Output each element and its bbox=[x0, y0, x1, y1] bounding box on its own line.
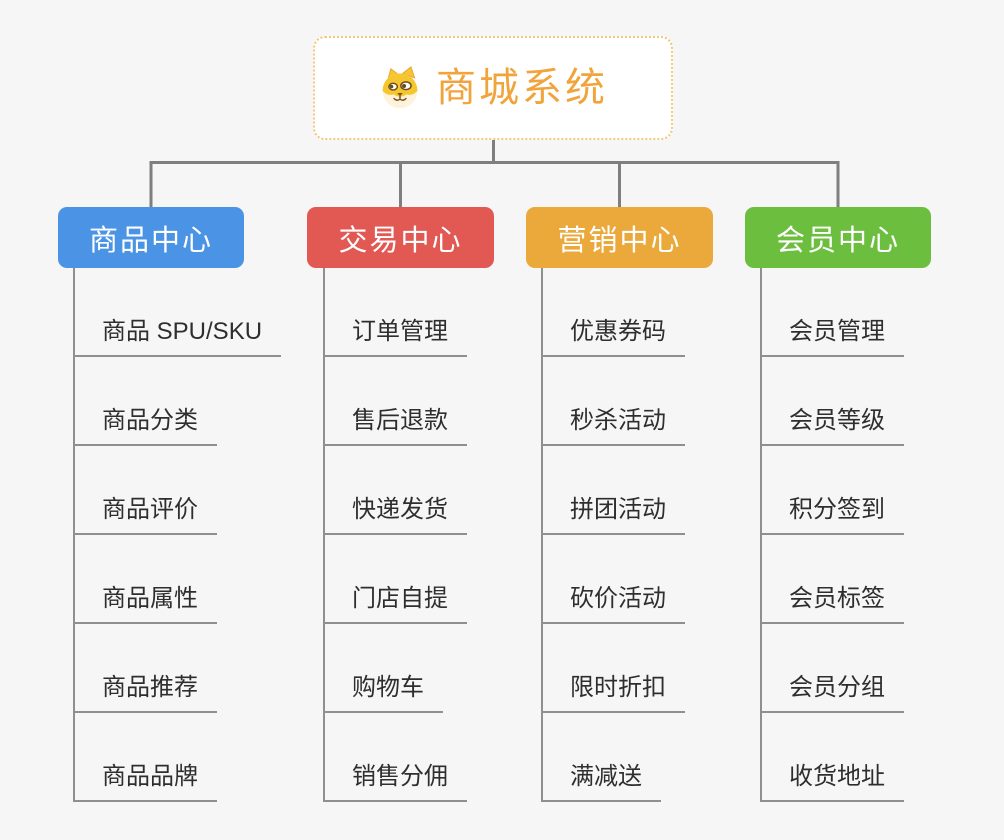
leaf-topic[interactable]: 商品品牌 bbox=[73, 762, 217, 802]
leaf-topic[interactable]: 快递发货 bbox=[323, 495, 467, 535]
leaf-topic[interactable]: 购物车 bbox=[323, 673, 443, 713]
leaf-topic[interactable]: 会员标签 bbox=[760, 584, 904, 624]
leaf-topic[interactable]: 拼团活动 bbox=[541, 495, 685, 535]
leaf-topic[interactable]: 砍价活动 bbox=[541, 584, 685, 624]
branch-trade-center[interactable]: 交易中心 bbox=[307, 207, 494, 268]
leaf-topic[interactable]: 订单管理 bbox=[323, 317, 467, 357]
leaf-topic[interactable]: 会员管理 bbox=[760, 317, 904, 357]
root-title: 商城系统 bbox=[436, 66, 608, 110]
branch-marketing-center[interactable]: 营销中心 bbox=[526, 207, 713, 268]
leaf-topic[interactable]: 积分签到 bbox=[760, 495, 904, 535]
branch-product-center[interactable]: 商品中心 bbox=[58, 207, 244, 268]
leaf-topic[interactable]: 商品分类 bbox=[73, 406, 217, 446]
leaf-topic[interactable]: 商品评价 bbox=[73, 495, 217, 535]
leaf-topic[interactable]: 会员分组 bbox=[760, 673, 904, 713]
leaf-topic[interactable]: 商品 SPU/SKU bbox=[73, 317, 282, 357]
branch-member-center[interactable]: 会员中心 bbox=[745, 207, 931, 268]
dog-face-icon bbox=[378, 66, 422, 110]
leaf-topic[interactable]: 售后退款 bbox=[323, 406, 467, 446]
root-node[interactable]: 商城系统 bbox=[313, 36, 673, 140]
leaf-topic[interactable]: 满减送 bbox=[541, 762, 661, 802]
leaf-topic[interactable]: 商品属性 bbox=[73, 584, 217, 624]
leaf-topic[interactable]: 收货地址 bbox=[760, 762, 904, 802]
leaf-topic[interactable]: 限时折扣 bbox=[541, 673, 685, 713]
leaf-topic[interactable]: 销售分佣 bbox=[323, 762, 467, 802]
leaf-topic[interactable]: 秒杀活动 bbox=[541, 406, 685, 446]
leaf-topic[interactable]: 商品推荐 bbox=[73, 673, 217, 713]
leaf-topic[interactable]: 门店自提 bbox=[323, 584, 467, 624]
leaf-topic[interactable]: 优惠券码 bbox=[541, 317, 685, 357]
leaf-topic[interactable]: 会员等级 bbox=[760, 406, 904, 446]
